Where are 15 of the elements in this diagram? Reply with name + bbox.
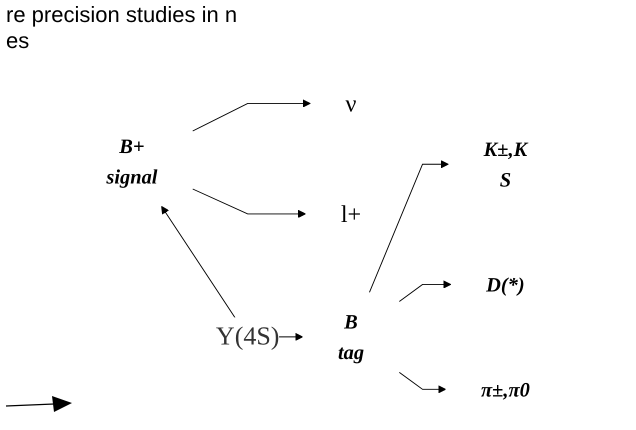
particle-label: K±,K S [484,137,528,192]
particle-label: ν [345,90,356,117]
particle-label: B tag [338,310,364,364]
particle-label: l+ [340,200,362,228]
arrow [192,188,306,218]
heading-text: es [6,28,30,54]
particle-label: B+ signal [106,134,158,188]
arrow [398,372,446,394]
heading-text: re precision studies in n [6,2,238,28]
particle-label: π±,π0 [480,378,530,401]
arrow [368,160,449,293]
edge-label: Y(4S) [216,322,280,351]
arrow [192,99,311,132]
particle-label: D(*) [486,272,525,296]
arrow [398,280,452,302]
